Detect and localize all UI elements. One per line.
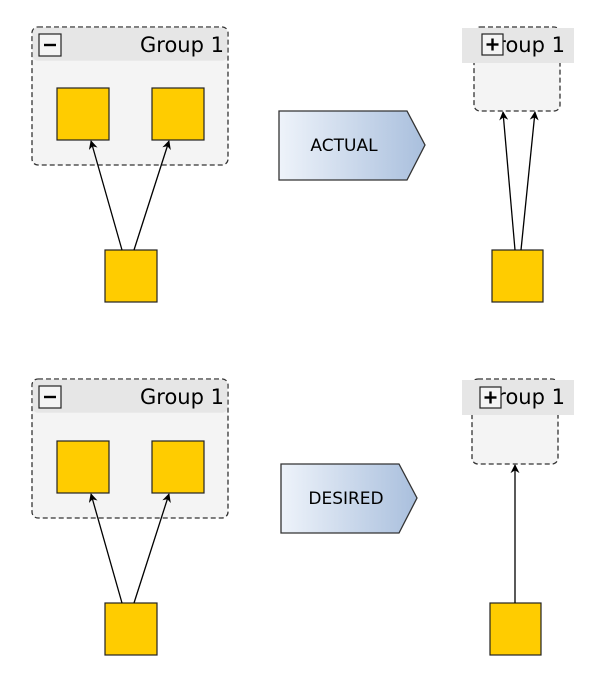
desired-expanded-group: Group 1 bbox=[31, 378, 229, 519]
edge-to-child-left bbox=[88, 493, 123, 604]
banner-arrow-shape bbox=[278, 110, 426, 181]
actual-collapsed-group: Group 1 bbox=[462, 26, 574, 112]
banner-label: DESIRED bbox=[308, 489, 383, 509]
desired-banner: DESIRED bbox=[280, 463, 418, 534]
source-node[interactable] bbox=[491, 249, 544, 303]
actual-expanded-group: Group 1 bbox=[31, 26, 229, 166]
source-node[interactable] bbox=[489, 602, 542, 656]
edge-to-child-right bbox=[133, 140, 171, 251]
group-header bbox=[462, 28, 574, 63]
desired-collapsed-group: Group 1 bbox=[462, 378, 574, 465]
expand-toggle-button[interactable] bbox=[481, 33, 504, 56]
group-header bbox=[32, 379, 228, 413]
group-title: Group 1 bbox=[140, 33, 224, 57]
child-node-left[interactable] bbox=[56, 87, 110, 141]
collapse-toggle-button[interactable] bbox=[38, 33, 62, 57]
source-node[interactable] bbox=[104, 249, 158, 303]
edge-to-group-right bbox=[520, 111, 539, 251]
child-node-right[interactable] bbox=[151, 440, 205, 494]
desired-row: Group 1 DESIRED Group 1 bbox=[31, 378, 574, 656]
child-node-right[interactable] bbox=[151, 87, 205, 141]
banner-arrow-shape bbox=[280, 463, 418, 534]
child-node-left[interactable] bbox=[56, 440, 110, 494]
source-node[interactable] bbox=[104, 602, 158, 656]
collapse-toggle-button[interactable] bbox=[38, 385, 62, 409]
actual-row: Group 1 ACTUAL Group 1 bbox=[31, 26, 574, 303]
edge-to-group-left bbox=[499, 111, 516, 251]
actual-banner: ACTUAL bbox=[278, 110, 426, 181]
group-header bbox=[32, 27, 228, 61]
expand-toggle-button[interactable] bbox=[479, 386, 502, 409]
edge-to-child-right bbox=[133, 493, 171, 604]
group-title: Group 1 bbox=[140, 385, 224, 409]
banner-label: ACTUAL bbox=[310, 136, 378, 156]
edge-to-child-left bbox=[88, 140, 123, 251]
